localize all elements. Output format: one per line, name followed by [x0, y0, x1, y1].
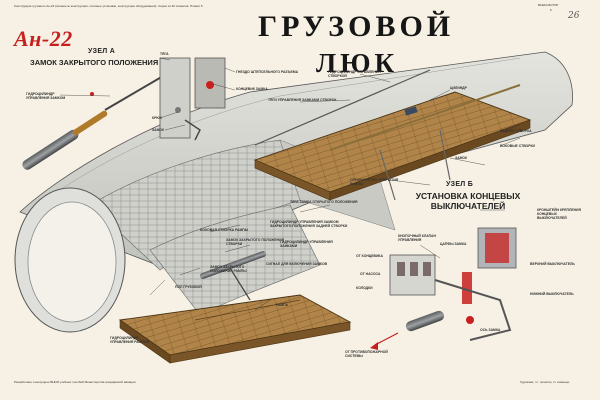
callout-upper-switch: ВЕРХНИЙ ВЫКЛЮЧАТЕЛЬ: [530, 262, 575, 266]
callout-side-doors: БОКОВЫЕ СТВОРКИ: [500, 144, 535, 148]
callout-ramp-opening-limiter: ОГРАНИЧИТЕЛЬ ОТКРЫТИЯ РАМПЫ: [350, 178, 399, 186]
ramp-hydraulic-cylinder: [199, 251, 267, 301]
callout-ramp-hydro-cylinder: ГИДРОЦИЛИНДР УПРАВЛЕНИЯ РАМПОЙ: [110, 336, 149, 344]
callout-fire-system: ОТ ПРОТИВОПОЖАРНОЙ СИСТЕМЫ: [345, 350, 388, 358]
callout-ramp-side-door: БОКОВАЯ СТВОРКА РАМПЫ: [200, 228, 249, 232]
node-b-caption-line1: УСТАНОВКА КОНЦЕВЫХ: [415, 191, 521, 201]
node-b-caption: УСТАНОВКА КОНЦЕВЫХ ВЫКЛЮЧАТЕЛЕЙ: [404, 191, 532, 211]
callout-leader-lines: [59, 57, 521, 311]
page-subtitle: ЛЮК: [316, 48, 399, 78]
callout-cylinder: ЦИЛИНДР: [450, 86, 467, 90]
callout-cargo-floor: ПОЛ ГРУЗОВОЙ: [175, 285, 202, 289]
node-b-label: УЗЕЛ Б: [446, 181, 474, 188]
fuselage-cross-section: [14, 187, 126, 333]
callout-push-valve: КНОПОЧНЫЙ КЛАПАН УПРАВЛЕНИЯ: [398, 234, 436, 242]
footer-right-text: Художник, гл. технолог, ст. инженер: [520, 380, 570, 384]
callout-tyaga: ТЯГА: [160, 52, 169, 56]
callout-lock-a: ЗАМОК: [152, 128, 165, 132]
sheet-code: ВСЕМ-МОТОР: [538, 3, 559, 7]
callout-lock-limit-switch: КОНЦЕВИК ЗАМКА: [236, 87, 268, 91]
callout-door-closed-lock: ЗАМОК ЗАКРЫТОГО ПОЛОЖЕНИЯ СТВОРКИ: [226, 238, 284, 246]
handwritten-number: 26: [568, 11, 580, 21]
sheet-number: 5: [550, 8, 552, 12]
side-beams: [329, 84, 521, 201]
rear-door-floor: [253, 91, 532, 201]
callout-rear-door-lock-cylinder: ГИДРОЦИЛИНДР УПРАВЛЕНИЯ ЗАМКОМ ЗАКРЫТОГО…: [270, 220, 348, 228]
node-b-switch-assembly: [370, 227, 517, 350]
cargo-ramp: [118, 294, 352, 364]
callout-lock-b: ЗАМОК: [455, 156, 468, 160]
node-a-caption: ЗАМОК ЗАКРЫТОГО ПОЛОЖЕНИЯ РАМПЫ: [30, 58, 190, 67]
callout-rear-door: ЗАДНЯЯ СТВОРКА: [500, 129, 532, 133]
callout-open-lock-rod: ТЯГА ЗАМКА ОТКРЫТОГО ПОЛОЖЕНИЯ: [290, 200, 358, 204]
callout-lock-trunnions: ЦАПФЫ ЗАМКА: [440, 242, 467, 246]
callout-from-pump: ОТ НАСОСА: [360, 272, 381, 276]
callout-lock-signal: СИГНАЛ ДЛЯ ВКЛЮЧЕНИЯ ЗАМКОВ: [266, 262, 328, 266]
callout-from-limit-switch: ОТ КОНЦЕВИКА: [356, 254, 383, 258]
node-b-caption-line2: ВЫКЛЮЧАТЕЛЕЙ: [430, 201, 506, 211]
callout-connector-socket: ГНЕЗДО ШТЕПСЕЛЬНОГО РАЗЪЕМА: [236, 70, 299, 74]
callout-lock-hydro-cylinder: ГИДРОЦИЛИНДР УПРАВЛЕНИЯ ЗАМКОМ: [26, 92, 66, 100]
callout-door-lock-rods: ТЯГИ УПРАВЛЕНИЯ ЗАМКАМИ СТВОРОК: [268, 98, 337, 102]
door-actuator-rod: [254, 69, 431, 146]
callout-ramp: РАМПА: [276, 303, 289, 307]
callout-switch-bracket: КРОНШТЕЙН КРЕПЛЕНИЯ КОНЦЕВЫХ ВЫКЛЮЧАТЕЛЕ…: [537, 208, 581, 220]
footer-left-text: Разработано и выпущено ВНИИ учебных посо…: [14, 380, 136, 384]
callout-door-hydro-cylinder: ГИДРОЦИЛИНДР УПРАВЛЕНИЯ СТВОРКОЙ: [328, 70, 381, 78]
aircraft-logo: Ан-22: [14, 26, 73, 51]
callout-lock-axis: ОСЬ ЗАМКА: [480, 328, 501, 332]
node-a-lock-assembly: [22, 57, 226, 170]
callout-ramp-closed-lock: ЗАМОК ЗАКРЫТОГО ПОЛОЖЕНИЯ РАМПЫ: [210, 265, 247, 273]
callout-locks-hydro-cylinder: ГИДРОЦИЛИНДР УПРАВЛЕНИЯ ЗАМКАМИ: [280, 240, 333, 248]
node-a-label: УЗЕЛ А: [88, 48, 116, 55]
callout-blocks: КОЛОДКИ: [356, 286, 373, 290]
callout-lower-switch: НИЖНИЙ ВЫКЛЮЧАТЕЛЬ: [530, 292, 574, 296]
page-title: ГРУЗОВОЙ: [258, 10, 455, 43]
callout-hook: КРЮК: [152, 116, 162, 120]
header-info-text: Конструкция грузового Ан-22 (элементы ко…: [14, 4, 203, 8]
